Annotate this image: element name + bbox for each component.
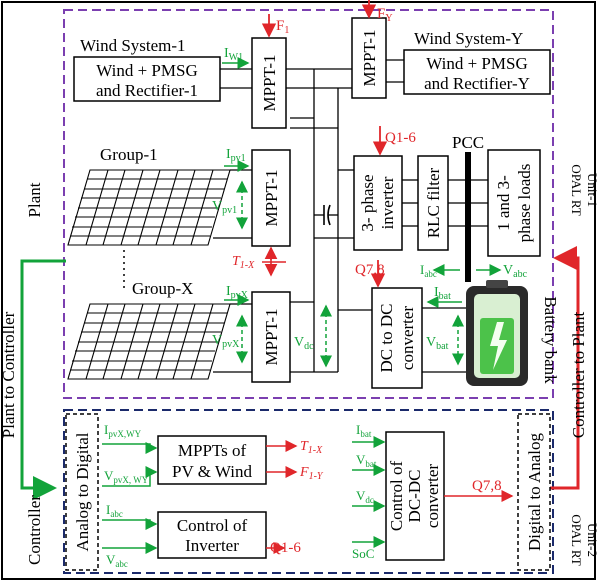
ibat-ctrl-label: Ibat <box>356 422 372 439</box>
ipv1-label: Ipv1 <box>226 147 246 164</box>
groupX-label: Group-X <box>132 279 193 298</box>
ipvx-label: IpvX <box>226 284 249 301</box>
dcdc-line1: DC to DC <box>377 304 396 373</box>
windY-line1: Wind + PMSG <box>426 54 527 73</box>
vabc-ctrl-label: Vabc <box>106 552 128 569</box>
t1x-label: T1-X <box>232 254 255 271</box>
q78-label: Q7,8 <box>355 262 385 278</box>
vabc-label: Vabc <box>503 263 528 280</box>
f1-label: F1 <box>276 18 289 36</box>
a2d-label: Analog to Digital <box>73 432 92 551</box>
opal-unit1-top: OPAL RT <box>569 164 584 215</box>
t1x-ctrl-label: T1-X <box>300 439 323 456</box>
battery-icon <box>466 280 528 386</box>
vdc-ctrl-label: Vdc <box>356 488 374 505</box>
rlc-label: RLC filter <box>424 167 443 238</box>
f1y-ctrl-label: F1-Y <box>299 465 324 482</box>
iabc-label: Iabc <box>420 262 437 279</box>
inverter-line2: inverter <box>378 176 397 229</box>
vdc-label: Vdc <box>294 335 314 352</box>
soc-label: SoC <box>352 546 374 561</box>
wind1-title: Wind System-1 <box>80 36 186 55</box>
plant-to-controller-arrow <box>22 261 66 488</box>
mppts-line2: PV & Wind <box>172 462 252 481</box>
vpv1-label: Vpv1 <box>212 199 237 216</box>
q16-label: Q1-6 <box>385 130 416 146</box>
inv-ctrl-line2: Inverter <box>185 536 239 555</box>
inv-ctrl-line1: Control of <box>177 516 248 535</box>
d2a-label: Digital to Analog <box>525 432 544 551</box>
vpvxwy-label: VpvX, WY <box>104 468 149 485</box>
pcc-bus <box>465 152 471 282</box>
iabc-ctrl-label: Iabc <box>106 502 123 519</box>
vbat-label: Vbat <box>426 335 449 352</box>
wind1-line2: and Rectifier-1 <box>96 81 198 100</box>
mppt-windY-label: MPPT-1 <box>360 29 379 86</box>
plant-to-controller-label: Plant to Controller <box>0 311 18 438</box>
group1-label: Group-1 <box>100 145 158 164</box>
dcdc-ctrl-line1: Control of <box>387 460 406 531</box>
windY-line2: and Rectifier-Y <box>424 74 530 93</box>
vpvx-label: VpvX <box>212 333 240 350</box>
dcdc-ctrl-line2: DC-DC <box>405 470 424 523</box>
plant-label: Plant <box>25 182 44 217</box>
dcdc-ctrl-line3: converter <box>423 464 442 529</box>
loads-line2: phase loads <box>515 164 534 243</box>
mppt-wind1-label: MPPT-1 <box>260 54 279 111</box>
inverter-line1: 3- phase <box>358 174 377 231</box>
controller-label: Controller <box>25 495 44 565</box>
mppt-pvX-label: MPPT-1 <box>262 308 281 365</box>
pv-array-groupX <box>68 304 230 379</box>
fy-label: FY <box>377 6 393 24</box>
battery-bank-label: Battery bank <box>541 296 560 384</box>
dcdc-line2: converter <box>398 306 417 371</box>
opal-unit2-bottom: Unit-2 <box>585 523 597 557</box>
q16-ctrl-label: Q1-6 <box>270 540 301 556</box>
opal-unit2-top: OPAL RT <box>569 514 584 565</box>
ibat-label: Ibat <box>434 285 451 302</box>
ipvxwy-label: IpvX,WY <box>104 422 142 439</box>
q78-ctrl-label: Q7,8 <box>472 478 502 494</box>
controller-to-plant-label: Controller to Plant <box>569 311 588 438</box>
wind1-line1: Wind + PMSG <box>96 61 197 80</box>
loads-line1: 1 and 3- <box>494 175 513 231</box>
mppt-pv1-label: MPPT-1 <box>262 169 281 226</box>
mppts-line1: MPPTs of <box>178 441 247 460</box>
vbat-ctrl-label: Vbat <box>356 452 377 469</box>
pv-array-group1 <box>68 170 230 245</box>
windY-title: Wind System-Y <box>414 29 523 48</box>
iw1-label: IW1 <box>224 46 243 63</box>
pcc-label: PCC <box>452 133 484 152</box>
opal-unit1-bottom: Unit-1 <box>585 173 597 207</box>
